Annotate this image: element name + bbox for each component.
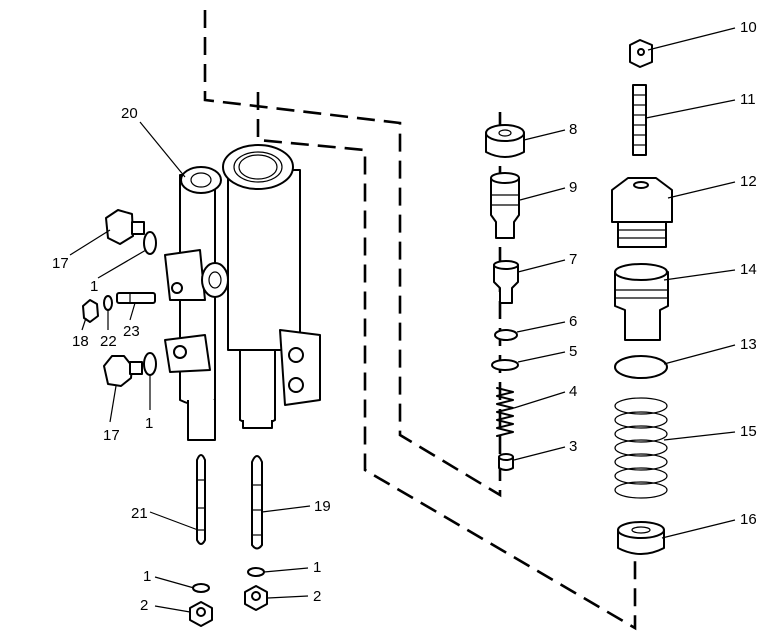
valve-7 xyxy=(493,260,519,304)
pin-21 xyxy=(196,454,206,545)
callout-7: 7 xyxy=(569,251,577,268)
seat-3 xyxy=(498,453,514,471)
nut-10 xyxy=(629,39,653,68)
o-ring-1-right-bottom xyxy=(247,567,265,577)
callout-14: 14 xyxy=(740,261,757,278)
callout-1-upper: 1 xyxy=(90,278,98,295)
callout-5: 5 xyxy=(569,343,577,360)
screw-11 xyxy=(632,84,647,156)
callout-labels: 10 11 12 14 13 15 16 8 9 7 6 5 4 3 20 17… xyxy=(52,19,757,614)
piston-14 xyxy=(614,263,669,341)
plug-18 xyxy=(82,299,99,323)
callout-2-right: 2 xyxy=(313,588,321,605)
pin-23 xyxy=(116,292,156,304)
callout-1-middle: 1 xyxy=(145,415,153,432)
callout-18: 18 xyxy=(72,333,89,350)
assembly-dashed-lines xyxy=(203,10,637,631)
ring-5 xyxy=(491,359,519,371)
seat-16 xyxy=(617,521,665,555)
o-ring-22 xyxy=(103,295,113,311)
callout-23: 23 xyxy=(123,323,140,340)
callout-13: 13 xyxy=(740,336,757,353)
plug-17-lower xyxy=(103,355,143,387)
valve-body xyxy=(164,144,321,441)
callout-10: 10 xyxy=(740,19,757,36)
callout-9: 9 xyxy=(569,179,577,196)
pin-19 xyxy=(251,455,263,550)
o-ring-1-left-bottom xyxy=(192,583,210,593)
callout-16: 16 xyxy=(740,511,757,528)
nut-8 xyxy=(485,124,525,158)
callout-2-left: 2 xyxy=(140,597,148,614)
callout-8: 8 xyxy=(569,121,577,138)
callout-20: 20 xyxy=(121,105,138,122)
ring-13 xyxy=(614,355,668,379)
cap-12 xyxy=(611,177,673,248)
callout-1-right-bottom: 1 xyxy=(313,559,321,576)
spring-15 xyxy=(614,397,668,499)
callout-1-left-bottom: 1 xyxy=(143,568,151,585)
callout-17-upper: 17 xyxy=(52,255,69,272)
callout-3: 3 xyxy=(569,438,577,455)
callout-17-lower: 17 xyxy=(103,427,120,444)
o-ring-1-upper xyxy=(143,231,157,255)
spring-4 xyxy=(496,387,514,437)
nut-2-left xyxy=(189,601,213,627)
callout-4: 4 xyxy=(569,383,577,400)
callout-6: 6 xyxy=(569,313,577,330)
plug-17-upper xyxy=(105,209,145,245)
callout-12: 12 xyxy=(740,173,757,190)
washer-6 xyxy=(494,329,518,341)
callout-19: 19 xyxy=(314,498,331,515)
callout-11: 11 xyxy=(740,91,756,108)
callout-15: 15 xyxy=(740,423,757,440)
callout-22: 22 xyxy=(100,333,117,350)
nut-2-right xyxy=(244,585,268,611)
sleeve-9 xyxy=(490,172,520,239)
o-ring-1-middle xyxy=(143,352,157,376)
callout-21: 21 xyxy=(131,505,148,522)
leader-lines xyxy=(69,27,736,613)
